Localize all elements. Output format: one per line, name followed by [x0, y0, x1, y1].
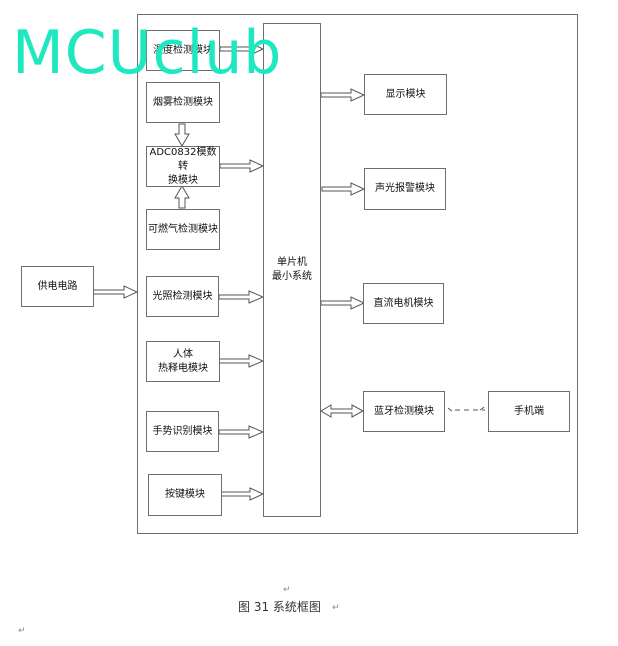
pilcrow-mark: ↵	[18, 626, 26, 636]
arrow-pir	[218, 354, 265, 368]
pilcrow-mark: ↵	[332, 603, 340, 613]
wireless-link	[447, 405, 487, 413]
smoke-module: 烟雾检测模块	[146, 82, 220, 123]
arrow-power	[92, 285, 139, 299]
arrow-motor	[320, 296, 366, 310]
arrow-alarm	[321, 182, 366, 196]
figure-caption: 图 31 系统框图	[238, 600, 321, 614]
arrow-display	[320, 88, 366, 102]
arrow-bluetooth	[320, 404, 365, 418]
adc-module: ADC0832模数转 换模块	[146, 146, 220, 187]
alarm-module: 声光报警模块	[364, 168, 446, 210]
key-module: 按键模块	[148, 474, 222, 516]
system-frame	[137, 14, 578, 534]
bluetooth-module: 蓝牙检测模块	[363, 391, 445, 432]
arrow-key	[220, 487, 265, 501]
gesture-module: 手势识别模块	[146, 411, 219, 452]
arrow-temp	[219, 42, 265, 56]
arrow-gesture	[218, 425, 265, 439]
arrow-light	[218, 290, 265, 304]
pir-module: 人体 热释电模块	[146, 341, 220, 382]
motor-module: 直流电机模块	[363, 283, 444, 324]
arrow-gas-adc	[174, 185, 190, 209]
power-box: 供电电路	[21, 266, 94, 307]
light-module: 光照检测模块	[146, 276, 219, 317]
arrow-adc	[219, 159, 265, 173]
pilcrow-mark: ↵	[283, 585, 291, 595]
mcu-box: 单片机 最小系统	[263, 23, 321, 517]
arrow-smoke-adc	[174, 123, 190, 147]
temp-module: 温度检测模块	[146, 30, 220, 71]
display-module: 显示模块	[364, 74, 447, 115]
gas-module: 可燃气检测模块	[146, 209, 220, 250]
phone-box: 手机端	[488, 391, 570, 432]
